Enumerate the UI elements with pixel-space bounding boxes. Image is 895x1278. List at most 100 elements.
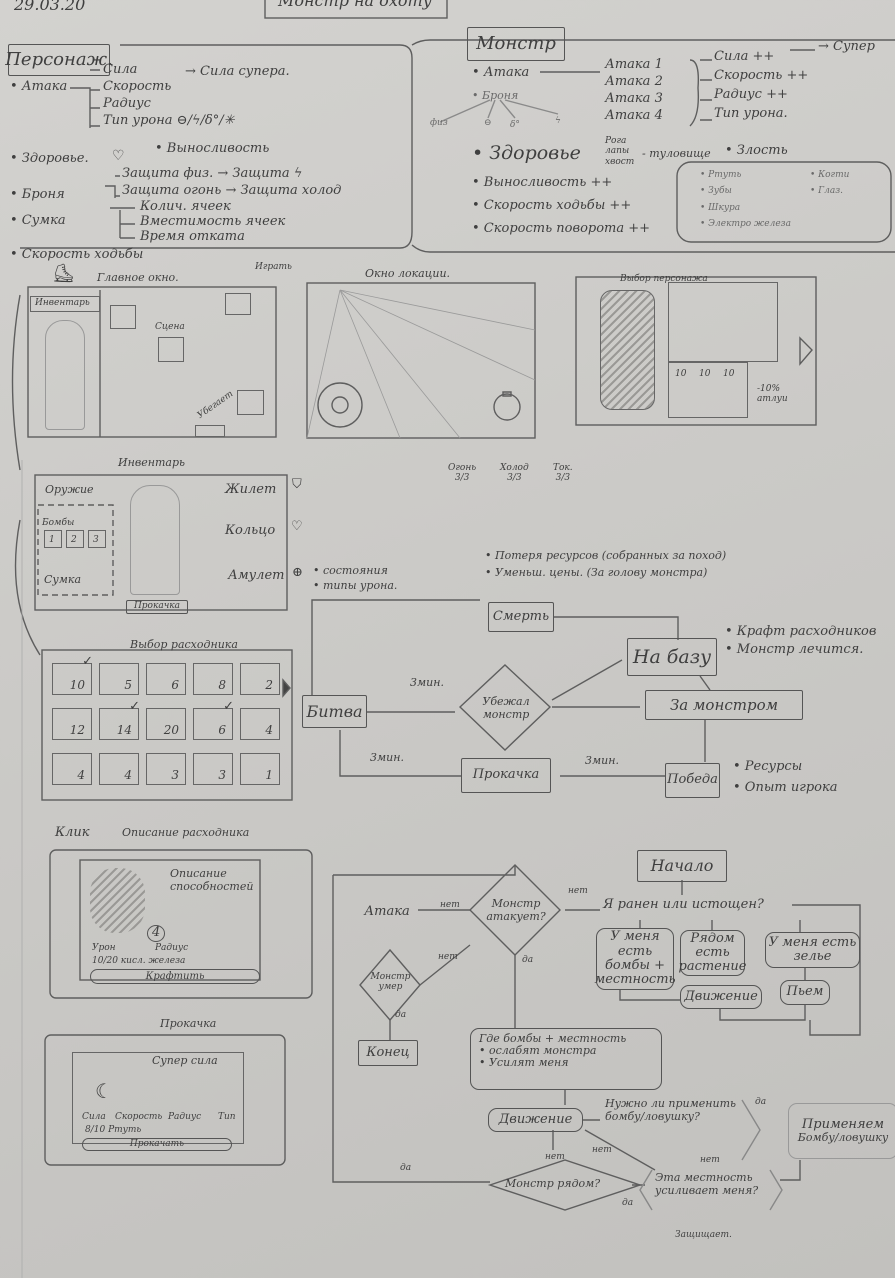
upgrade-cost: 8/10 Ртуть <box>85 1125 142 1135</box>
monster-part: хвост <box>605 156 635 167</box>
consumable-count: 12 <box>69 723 85 737</box>
bag-item: Колич. ячеек <box>140 199 231 214</box>
consumable-count: 4 <box>77 768 85 782</box>
character-title: Персонаж. <box>5 44 113 76</box>
attack-item: Радиус <box>103 95 151 111</box>
bag-item: Время отката <box>140 229 245 244</box>
monster-stats: • Выносливость ++ • Скорость ходьбы ++ •… <box>472 175 650 237</box>
victory-notes: • Ресурсы • Опыт игрока <box>733 759 837 796</box>
monster-loot-right: • Когти • Глаз. <box>810 170 849 197</box>
super-power: → Сила супера. <box>185 64 290 79</box>
monster-parts: Рога лапы хвост <box>605 136 634 167</box>
amulet-note: • состояния <box>313 564 388 577</box>
character-walk-speed: • Скорость ходьбы <box>10 247 144 262</box>
label-yes: да <box>395 1010 407 1020</box>
tab-damage: Урон <box>92 943 116 953</box>
consumable-slot: 3 <box>146 753 186 785</box>
node-potion: У меня есть зелье <box>765 932 860 968</box>
node-battle: Битва <box>302 695 367 728</box>
node-where: Где бомбы + местность • ослабят монстра … <box>470 1028 662 1090</box>
craft-cost: 10/20 кисл. железа <box>92 956 186 966</box>
monster-loot-left: • Ртуть • Зубы • Шкура • Электро железа <box>700 170 791 229</box>
date: 29.03.20 <box>14 0 86 14</box>
upgrade-tab-speed: Скорость <box>115 1112 163 1122</box>
amulet-notes: • состояния • типы урона. <box>313 564 397 592</box>
node-start: Начало <box>637 850 727 882</box>
click-label: Клик <box>55 825 90 840</box>
death-note: • Уменьш. цены. (За голову монстра) <box>485 565 708 579</box>
character-modifier: -10% атлуи <box>757 384 788 405</box>
monster-attack: • Атака <box>472 65 530 80</box>
armor-item: Защита физ. → Защита ϟ <box>122 166 303 181</box>
character-health: • Здоровье. <box>10 151 89 166</box>
bomb-slot: 1 <box>44 530 62 548</box>
label-yes: да <box>755 1097 767 1107</box>
timer-label: 3мин. <box>585 754 619 767</box>
loot-item: • Шкура <box>700 202 741 213</box>
label-yes: да <box>622 1198 634 1208</box>
node-base: На базу <box>627 638 717 676</box>
loot-item: • Когти <box>810 170 850 180</box>
timer-label: 3мин. <box>370 751 404 764</box>
armor-type: ϟ <box>555 116 561 126</box>
consumable-count: 4 <box>124 768 132 782</box>
base-note: • Монстр лечится. <box>725 641 864 657</box>
terrain-protects: Защищает. <box>675 1230 732 1240</box>
modifier-value: -10% <box>757 384 781 394</box>
attack-param: Тип урона. <box>714 105 788 121</box>
bomb-slot-number: 1 <box>49 535 55 545</box>
bombs-label: Бомбы <box>42 518 75 528</box>
node-attack: Атака <box>364 903 410 919</box>
base-note: • Крафт расходников <box>725 624 877 639</box>
consumable-slot: 4 <box>52 753 92 785</box>
skill-name: Супер сила <box>152 1054 218 1067</box>
base-notes: • Крафт расходников • Монстр лечится. <box>725 624 877 658</box>
bag-item: Вместимость ячеек <box>140 214 286 229</box>
consumable-slot: 5 <box>99 663 139 695</box>
inventory-tab-label: Инвентарь <box>35 298 90 308</box>
element-value: 3/3 <box>507 473 522 484</box>
label-yes: да <box>400 1163 412 1173</box>
upgrade-button: Прокачать <box>82 1138 232 1151</box>
scythe-icon: ☾ <box>95 1079 113 1103</box>
play-icon <box>225 293 251 315</box>
consumable-description: Описание способностей <box>170 867 254 893</box>
consumable-slot: 2 <box>240 663 280 695</box>
bomb-slot-number: 3 <box>93 535 99 545</box>
consumable-slot: 12 <box>52 708 92 740</box>
monster-attack-item: Атака 3 <box>605 90 663 106</box>
check-icon: ✓ <box>82 654 93 669</box>
upgrade-card-title: Прокачка <box>160 1017 217 1030</box>
page-title: Монстр на охоту <box>278 0 432 10</box>
label-no: нет <box>438 952 458 962</box>
character-select-label: Выбор персонажа <box>620 274 708 284</box>
node-chase: За монстром <box>645 690 803 720</box>
attack-item: Сила <box>103 62 138 77</box>
node-move-2: Движение <box>488 1108 583 1132</box>
stat-armor: 10 <box>675 369 687 379</box>
tab-radius: Радиус <box>155 943 189 953</box>
timer-label: 3мин. <box>410 676 444 689</box>
node-escaped: Убежал монстр <box>482 695 530 721</box>
apply-title: Применяем <box>801 1116 885 1132</box>
monster-title: Монстр <box>467 27 565 61</box>
label-no: нет <box>568 886 588 896</box>
node-need-bomb: Нужно ли применить бомбу/ловушку? <box>605 1097 737 1123</box>
consumable-count: 10 <box>69 678 85 692</box>
node-apply: Применяем Бомбу/ловушку <box>788 1103 895 1159</box>
modifier-label: атлуи <box>757 394 788 405</box>
element-name: Ток. <box>553 463 573 473</box>
loot-item: • Глаз. <box>810 186 843 197</box>
monster-attack-item: Атака 2 <box>605 73 663 89</box>
attack-item: Скорость <box>103 78 172 94</box>
ring-label: Кольцо <box>225 523 276 538</box>
character-armor: • Броня <box>10 187 65 202</box>
attack-param: Скорость ++ <box>714 67 809 83</box>
monster-attack-item: Атака 4 <box>605 107 663 123</box>
label-no: нет <box>700 1155 720 1165</box>
monster-stat: • Выносливость ++ <box>472 175 613 190</box>
consumable-slot: 20 <box>146 708 186 740</box>
node-monster-dead: Монстр умер <box>370 972 411 993</box>
consumable-count: 6 <box>218 723 226 737</box>
